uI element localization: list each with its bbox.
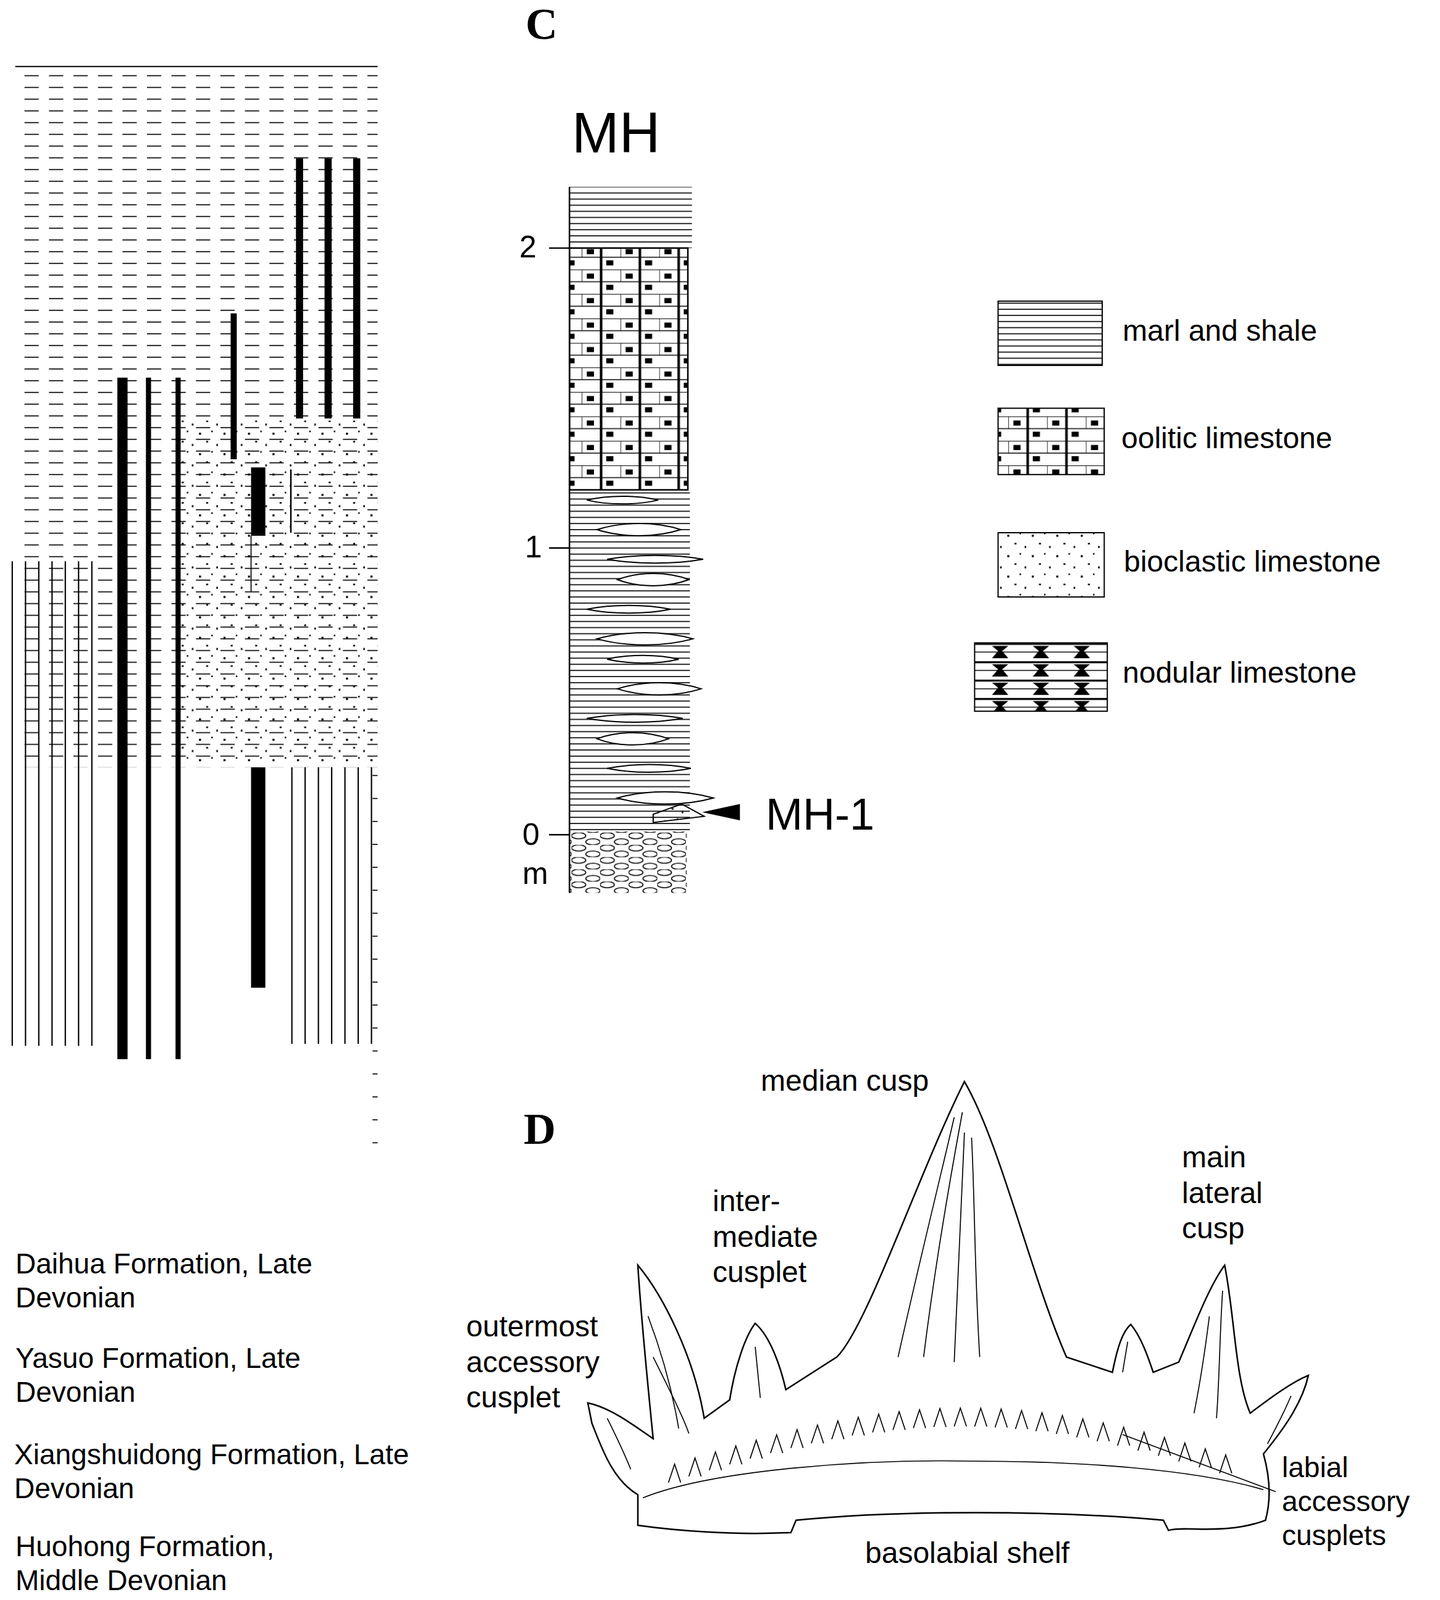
legend-swatch [997,301,1103,366]
stroke [974,1408,987,1428]
panel-label: 2 [519,228,537,266]
stroke [852,1417,865,1437]
stroke [770,1435,783,1454]
stroke [372,1004,378,1006]
stroke [606,555,703,564]
part-label: Huohong Formation, Middle Devonian [15,1530,349,1599]
part-label: outermost accessory cusplet [466,1309,627,1416]
stroke [11,561,13,1047]
part-label: median cusp [760,1063,929,1100]
stroke [372,958,378,961]
stroke [586,715,683,723]
stroke [617,573,690,587]
panel-label: MH [571,98,661,167]
part-label: main lateral cusp [1181,1139,1306,1247]
stroke [617,682,702,696]
stroke [1076,1419,1090,1439]
stroke [913,1410,926,1429]
stroke [668,1464,682,1484]
stroke [1097,1423,1110,1442]
stroke [372,889,378,892]
stroke [1036,1413,1049,1432]
stroke [597,523,682,536]
legend-swatch [997,532,1105,598]
panel-label: m [522,855,549,893]
part-label: labial accessory cusplets [1281,1451,1434,1554]
stroke [1199,1449,1212,1468]
stroke [1015,1410,1028,1430]
legend-text: marl and shale [1122,313,1318,349]
stroke [597,732,669,746]
stroke [606,765,691,773]
legend-swatch [974,642,1108,712]
stroke [372,981,378,984]
panel-label: C [525,1,558,47]
panel-label: 1 [524,528,543,566]
stroke [291,767,293,1045]
stroke [1117,1427,1131,1447]
stroke [831,1421,845,1440]
legend-swatch [997,408,1105,475]
stroke [344,767,346,1045]
panel-label: MH-1 [765,787,875,842]
panel-label: 0 [522,816,540,854]
stroke [357,767,359,1045]
stroke [689,1458,702,1478]
stroke [372,1142,378,1144]
stroke [304,767,306,1045]
stroke [24,561,26,1047]
stroke [617,792,714,805]
stroke [1056,1415,1069,1435]
stroke [709,1452,722,1471]
stroke [586,605,671,614]
stroke [51,561,53,1047]
stroke [1138,1432,1151,1452]
legend-text: oolitic limestone [1121,420,1332,457]
part-label: Xiangshuidong Formation, Late Devonian [14,1438,410,1507]
stroke [372,1096,378,1098]
stroke [892,1412,906,1431]
stroke [1158,1438,1171,1457]
stroke [954,1408,967,1428]
stroke [372,775,378,777]
stroke [372,913,378,915]
stroke [64,561,67,1047]
stroke [586,496,659,504]
stroke [791,1430,804,1449]
stroke [994,1409,1008,1429]
stroke [933,1409,947,1428]
part-label: basolabial shelf [865,1535,1070,1572]
stroke [750,1440,763,1460]
stroke [372,936,378,938]
stroke [1219,1455,1232,1474]
stroke [372,821,378,823]
part-label: Daihua Formation, Late Devonian [15,1247,325,1316]
stroke [729,1446,743,1465]
legend-text: nodular limestone [1122,655,1357,691]
stroke [318,767,320,1045]
stroke [372,1028,378,1030]
stroke [91,561,93,1047]
stroke [372,798,378,800]
stroke [330,767,333,1045]
panel-label: D [523,1107,556,1152]
stroke [372,1073,378,1076]
legend-text: bioclastic limestone [1123,544,1381,580]
part-label: Yasuo Formation, Late Devonian [15,1341,312,1410]
stroke [372,1050,378,1053]
stroke [372,844,378,846]
stroke [372,1119,378,1121]
stroke [872,1414,885,1434]
part-label: inter- mediate cusplet [712,1183,849,1291]
stroke [1178,1443,1192,1463]
stroke [38,561,40,1047]
stroke [811,1425,824,1445]
stroke [77,561,80,1047]
stroke [371,767,373,1045]
stroke [606,655,679,664]
stroke [597,632,693,646]
stroke [372,866,378,869]
